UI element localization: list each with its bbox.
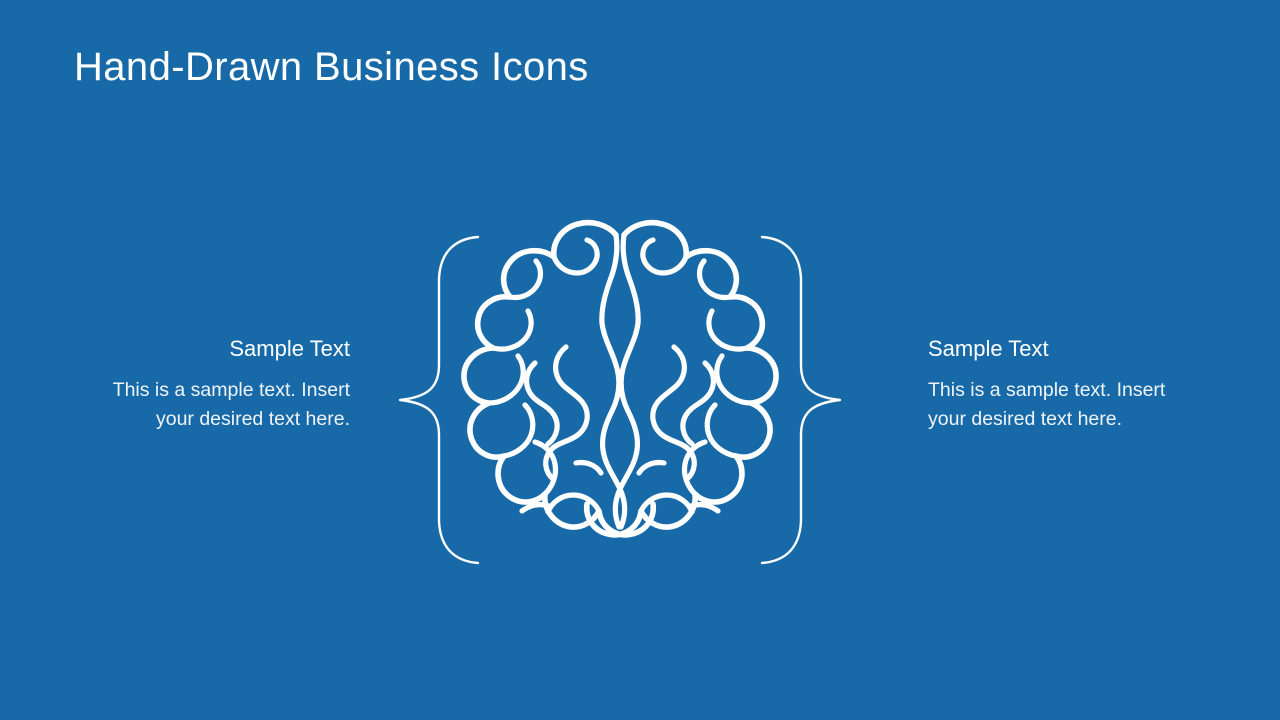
right-block-heading: Sample Text bbox=[928, 336, 1049, 361]
left-block-body: This is a sample text. Insert your desir… bbox=[112, 379, 350, 430]
brain-figure bbox=[380, 215, 860, 585]
left-text-block: Sample Text This is a sample text. Inser… bbox=[104, 336, 350, 434]
brain-left-hemisphere bbox=[461, 219, 657, 538]
right-brace-icon bbox=[760, 235, 842, 565]
page-title: Hand-Drawn Business Icons bbox=[74, 45, 589, 89]
right-block-body: This is a sample text. Insert your desir… bbox=[928, 379, 1166, 430]
right-text-block: Sample Text This is a sample text. Inser… bbox=[928, 336, 1174, 434]
brain-right-hemisphere bbox=[583, 219, 779, 538]
left-brace-icon bbox=[398, 235, 480, 565]
left-block-heading: Sample Text bbox=[229, 336, 350, 361]
